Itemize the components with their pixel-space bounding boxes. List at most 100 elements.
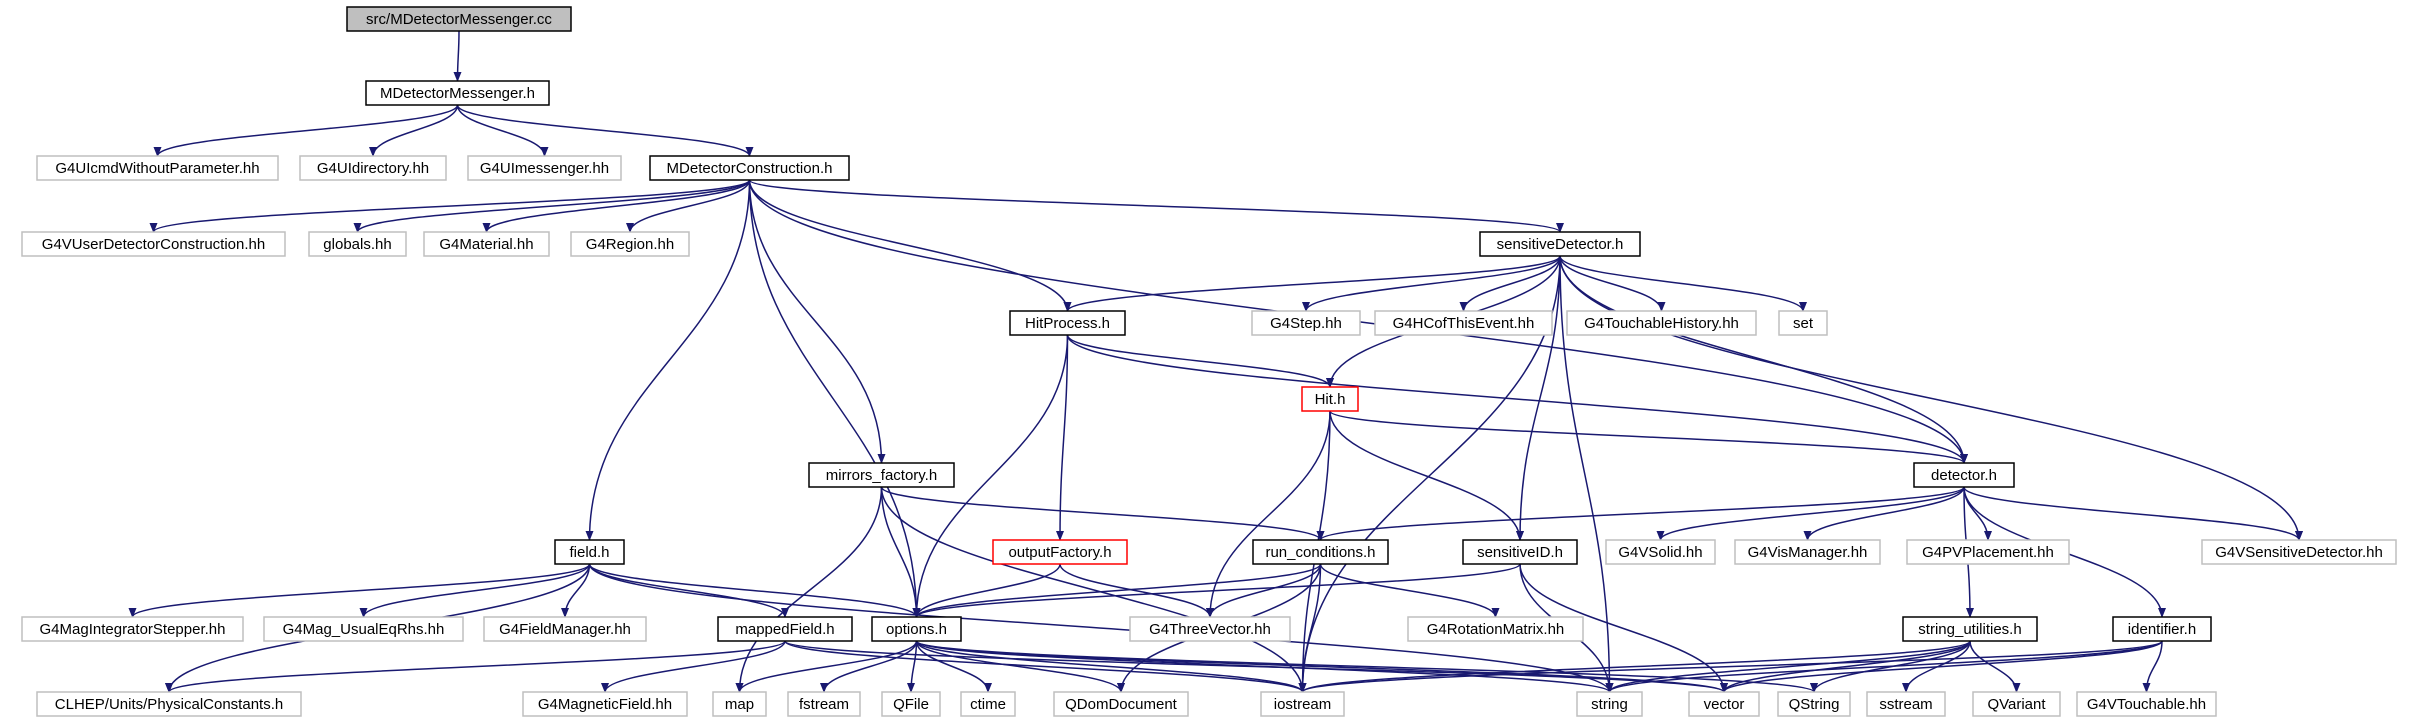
node-box	[1734, 539, 1881, 565]
node-label: G4VSolid.hh	[1618, 544, 1702, 561]
node-box	[21, 616, 244, 642]
edge-run-conditions-h-to-options-h	[912, 563, 1322, 618]
edge-field-h-to-g4magintegratorstepper	[128, 563, 591, 618]
edge-sensitiveid-h-to-vector	[1519, 563, 1728, 693]
edge-mdetectormessenger-h-to-mdetectorconstruction-h	[456, 104, 754, 157]
edge-mdetectorconstruction-h-to-hitprocess-h	[748, 179, 1072, 312]
node-box	[1913, 462, 2015, 488]
node-label: vector	[1704, 696, 1745, 713]
edge-mirrors-factory-h-to-options-h	[880, 486, 921, 618]
edge-mdetectorconstruction-h-to-sensitivedetector-h	[748, 179, 1564, 233]
edge-mirrors-factory-h-to-run-conditions-h	[880, 486, 1325, 541]
node-box	[1566, 310, 1757, 336]
edge-sensitivedetector-h-to-set	[1559, 255, 1807, 312]
node-hitprocess-h[interactable]: HitProcess.h	[1009, 310, 1126, 336]
node-g4uicmdwithoutparameter-hh: G4UIcmdWithoutParameter.hh	[36, 155, 279, 181]
edge-string-utilities-h-to-qvariant	[1969, 640, 2021, 693]
edge-string-utilities-h-to-string	[1605, 640, 1971, 693]
node-globals-hh: globals.hh	[308, 231, 407, 257]
node-g4pvplacement-hh: G4PVPlacement.hh	[1906, 539, 2070, 565]
node-label: sensitiveID.h	[1477, 544, 1563, 561]
node-label: G4HCofThisEvent.hh	[1393, 315, 1535, 332]
edge-mdetectorconstruction-h-to-g4region	[626, 179, 751, 233]
node-field-h[interactable]: field.h	[554, 539, 625, 565]
node-iostream: iostream	[1260, 691, 1345, 717]
node-label: G4Step.hh	[1270, 315, 1342, 332]
node-mirrors-factory-h[interactable]: mirrors_factory.h	[808, 462, 955, 488]
node-hit-h[interactable]: Hit.h	[1301, 386, 1359, 412]
node-mdetectorconstruction-h[interactable]: MDetectorConstruction.h	[649, 155, 850, 181]
edge-sensitivedetector-h-to-hitprocess-h	[1063, 255, 1561, 312]
node-identifier-h[interactable]: identifier.h	[2112, 616, 2212, 642]
node-label: ctime	[970, 696, 1006, 713]
node-label: string	[1591, 696, 1628, 713]
edge-run-conditions-h-to-g4threevector	[1206, 563, 1322, 618]
edge-options-h-to-qstring	[915, 640, 1818, 693]
edge-mdetectorconstruction-h-to-field-h	[585, 179, 751, 541]
node-box	[871, 616, 962, 642]
node-label: detector.h	[1931, 467, 1997, 484]
node-box	[2076, 691, 2217, 717]
node-box	[1053, 691, 1189, 717]
node-box	[36, 155, 279, 181]
edge-outputfactory-h-to-g4threevector	[1059, 563, 1214, 618]
edge-identifier-h-to-vector	[1720, 640, 2163, 693]
node-box	[365, 80, 550, 106]
node-detector-h[interactable]: detector.h	[1913, 462, 2015, 488]
edge-options-h-to-iostream	[915, 640, 1307, 693]
node-g4vismanager-hh: G4VisManager.hh	[1734, 539, 1881, 565]
node-outputfactory-h[interactable]: outputFactory.h	[992, 539, 1128, 565]
node-box	[522, 691, 688, 717]
node-sstream: sstream	[1866, 691, 1946, 717]
node-label: HitProcess.h	[1025, 315, 1110, 332]
node-box	[2201, 539, 2397, 565]
node-box	[1374, 310, 1553, 336]
edge-sensitivedetector-h-to-string	[1559, 255, 1614, 693]
node-sensitiveid-h[interactable]: sensitiveID.h	[1462, 539, 1578, 565]
node-label: QDomDocument	[1065, 696, 1178, 713]
node-mappedfield-h[interactable]: mappedField.h	[717, 616, 853, 642]
node-box	[21, 231, 286, 257]
node-ctime: ctime	[960, 691, 1016, 717]
node-label: set	[1793, 315, 1814, 332]
edge-mdetectorconstruction-h-to-options-h	[748, 179, 921, 618]
node-mdetectormessenger-h[interactable]: MDetectorMessenger.h	[365, 80, 550, 106]
node-label: iostream	[1274, 696, 1332, 713]
node-qdomdocument: QDomDocument	[1053, 691, 1189, 717]
node-label: G4TouchableHistory.hh	[1584, 315, 1739, 332]
node-options-h[interactable]: options.h	[871, 616, 962, 642]
node-src-mdetectormessenger-cc[interactable]: src/MDetectorMessenger.cc	[346, 6, 572, 32]
node-box	[346, 6, 572, 32]
node-box	[2112, 616, 2212, 642]
node-label: identifier.h	[2128, 621, 2196, 638]
node-clhep-units-physicalconstants-h: CLHEP/Units/PhysicalConstants.h	[36, 691, 302, 717]
edge-mappedfield-h-to-clhep-physicalconstants	[165, 640, 786, 693]
edge-detector-h-to-g4vsolid	[1656, 486, 1965, 541]
node-box	[1576, 691, 1643, 717]
node-run-conditions-h[interactable]: run_conditions.h	[1252, 539, 1389, 565]
node-g4vsensitivedetector-hh: G4VSensitiveDetector.hh	[2201, 539, 2397, 565]
node-label: QString	[1789, 696, 1840, 713]
node-label: fstream	[799, 696, 849, 713]
dependency-edges	[128, 30, 2303, 693]
edge-mdetectormessenger-h-to-g4uimessenger	[456, 104, 549, 157]
edge-field-h-to-string	[588, 563, 1614, 693]
edge-detector-h-to-g4vsensitivedetector	[1963, 486, 2303, 541]
edge-mirrors-factory-h-to-iostream	[880, 486, 1307, 693]
node-label: field.h	[569, 544, 609, 561]
node-box	[1129, 616, 1291, 642]
node-g4magneticfield-hh: G4MagneticField.hh	[522, 691, 688, 717]
node-label: CLHEP/Units/PhysicalConstants.h	[55, 696, 283, 713]
edge-outputfactory-h-to-options-h	[912, 563, 1061, 618]
node-string-utilities-h[interactable]: string_utilities.h	[1902, 616, 2038, 642]
node-box	[1260, 691, 1345, 717]
node-g4fieldmanager-hh: G4FieldManager.hh	[483, 616, 647, 642]
node-box	[299, 155, 447, 181]
edge-run-conditions-h-to-g4rotationmatrix	[1319, 563, 1500, 618]
node-label: MDetectorMessenger.h	[380, 85, 535, 102]
node-sensitivedetector-h[interactable]: sensitiveDetector.h	[1479, 231, 1641, 257]
node-g4uimessenger-hh: G4UImessenger.hh	[467, 155, 622, 181]
edge-options-h-to-qdomdocument	[915, 640, 1125, 693]
node-label: G4UIdirectory.hh	[317, 160, 429, 177]
node-label: G4VSensitiveDetector.hh	[2215, 544, 2383, 561]
